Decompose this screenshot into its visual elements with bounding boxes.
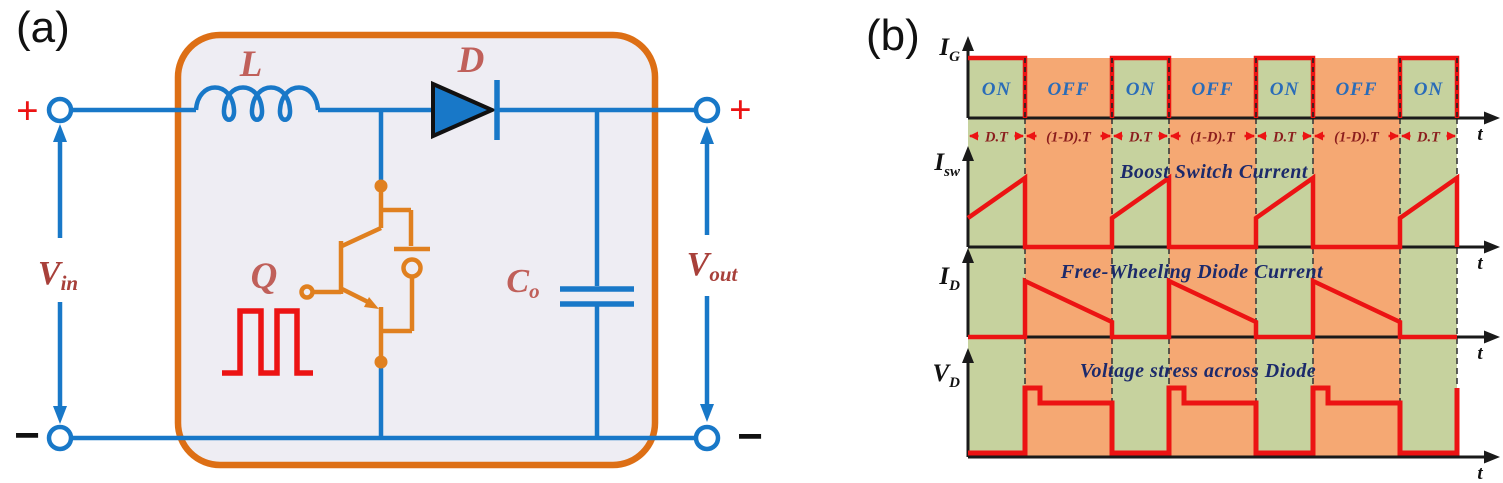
interval-arrowhead-left (1314, 131, 1323, 141)
gate-terminal-circle (299, 284, 315, 300)
collector-diagonal (341, 225, 382, 249)
interval-arrowhead-right (1447, 131, 1456, 141)
y-axis-arrowhead-diode_voltage (962, 348, 974, 363)
switch-current-time-label: t (1477, 253, 1483, 274)
on-shading-band (1256, 58, 1313, 457)
waveform-panel: D.T ON (1-D).T OFF D.T ON (1-D).T OFF D.T ON (1-D)… (932, 34, 1500, 483)
switch-current-waveform (966, 173, 1460, 250)
igbt-switch-symbol (299, 179, 430, 369)
interval-arrowhead-left (1257, 131, 1266, 141)
diode-current-waveform (968, 277, 1457, 340)
generated-labels: D.T ON (1-D).T OFF D.T ON (1-D).T OFF D.T ON (1-D)… (982, 79, 1444, 146)
capacitor-label: Co (506, 263, 539, 303)
aux-branch-circle (401, 257, 423, 279)
circuit-panel: L D Q Co Vin Vout + − + − (14, 31, 763, 469)
diode-voltage-time-label: t (1477, 463, 1483, 483)
collector-node-dot (374, 179, 388, 193)
y-axis-arrowhead-diode_current (962, 248, 974, 263)
vout-up-arrowhead (700, 126, 714, 144)
input-minus-sign: − (14, 411, 40, 460)
diode-voltage-axis-label: VD (932, 360, 960, 391)
boundary-dashes-upper (1024, 58, 1458, 118)
y-axis-arrowhead-switch_current (962, 146, 974, 161)
interval-arrowhead-right (1390, 131, 1399, 141)
on-shading-band (968, 58, 1025, 457)
interval-arrowhead-left (1170, 131, 1179, 141)
interval-label: (1-D).T (1046, 130, 1092, 146)
diode-voltage-waveform (968, 385, 1460, 456)
state-label: ON (1126, 79, 1156, 100)
diode-voltage-title: Voltage stress across Diode (1080, 360, 1316, 382)
vin-annotation (53, 124, 67, 424)
interval-arrowhead-right (1303, 131, 1312, 141)
interval-arrowhead-left (1401, 131, 1410, 141)
panel-b-tag: (b) (866, 11, 920, 60)
diode-current-title: Free-Wheeling Diode Current (1060, 261, 1324, 283)
diode-current-axis-label: ID (938, 263, 960, 294)
time-axis-arrowhead-diode_voltage (1484, 450, 1500, 464)
inductor-label: L (239, 44, 263, 85)
diode-current-time-label: t (1477, 343, 1483, 364)
time-axis-arrowhead-switch_current (1484, 240, 1500, 254)
vin-label: Vin (38, 255, 78, 295)
interval-arrowhead-right (1159, 131, 1168, 141)
output-plus-sign: + (729, 87, 752, 132)
state-label: OFF (1047, 79, 1089, 100)
vout-label: Vout (687, 246, 739, 286)
diode-label: D (457, 40, 485, 81)
inductor-coil (193, 85, 321, 122)
output-plus-terminal (693, 96, 721, 124)
interval-arrowhead-left (969, 131, 978, 141)
state-label: OFF (1335, 79, 1377, 100)
state-label: ON (1270, 79, 1300, 100)
output-minus-sign: − (737, 412, 763, 461)
interval-label: D.T (1272, 130, 1297, 146)
interval-arrowhead-right (1102, 131, 1111, 141)
state-label: OFF (1191, 79, 1233, 100)
emitter-arrowhead (364, 297, 379, 309)
on-shading-band (1400, 58, 1457, 457)
interval-label: (1-D).T (1334, 130, 1380, 146)
interval-arrowhead-left (1026, 131, 1035, 141)
switch-label: Q (251, 256, 278, 297)
vin-down-arrowhead (53, 406, 67, 424)
vin-up-arrowhead (53, 124, 67, 142)
panel-a-tag: (a) (16, 3, 70, 52)
interval-label: D.T (1128, 130, 1153, 146)
gate-axis-label: IG (938, 34, 960, 65)
y-axis-arrowhead-gate (962, 36, 974, 51)
switch-current-axis-label: Isw (933, 149, 961, 180)
gate-pulse-sketch (222, 308, 313, 376)
interval-label: (1-D).T (1190, 130, 1236, 146)
emitter-diagonal (340, 286, 372, 306)
interval-arrowhead-right (1246, 131, 1255, 141)
time-axis-arrowhead-diode_current (1484, 330, 1500, 344)
gate-time-label: t (1477, 124, 1483, 145)
time-axis-arrowhead-gate (1484, 111, 1500, 125)
interval-label: D.T (984, 130, 1009, 146)
state-label: ON (982, 79, 1012, 100)
input-plus-terminal (46, 96, 74, 124)
input-plus-sign: + (16, 88, 39, 133)
interval-arrows (969, 131, 1456, 141)
input-minus-terminal (46, 424, 74, 452)
output-minus-terminal (693, 424, 721, 452)
diode-symbol (431, 80, 497, 140)
interval-arrowhead-right (1015, 131, 1024, 141)
state-label: ON (1414, 79, 1444, 100)
on-shading-band (1112, 58, 1169, 457)
interval-arrowhead-left (1113, 131, 1122, 141)
vout-annotation (700, 126, 714, 422)
interval-label: D.T (1416, 130, 1441, 146)
switch-current-title: Boost Switch Current (1119, 161, 1309, 183)
vout-down-arrowhead (700, 404, 714, 422)
